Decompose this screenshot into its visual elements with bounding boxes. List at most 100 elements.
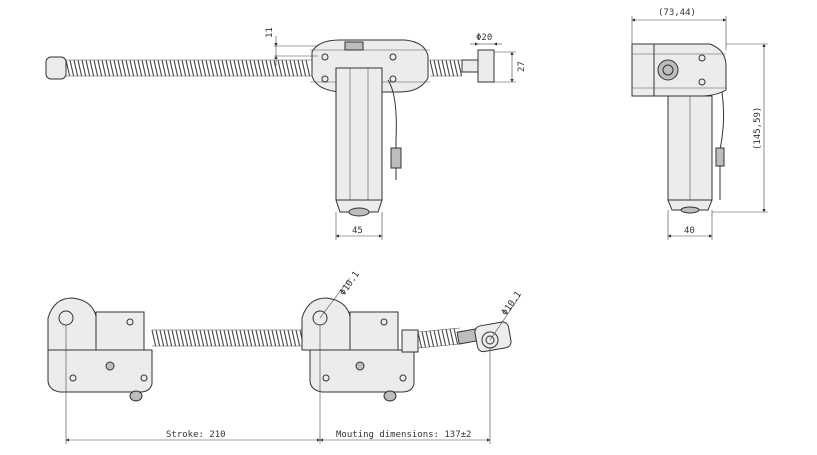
- spring-coil: [267, 329, 273, 347]
- spring-coil: [141, 59, 147, 77]
- spring-coil: [197, 59, 203, 77]
- spring-coil: [301, 59, 307, 77]
- front-spring: [65, 59, 312, 77]
- spring-coil: [445, 59, 451, 77]
- spring-coil: [161, 59, 167, 77]
- spring-coil: [429, 330, 435, 347]
- spring-coil: [215, 329, 221, 347]
- bottom-spring: [151, 329, 305, 347]
- spring-coil: [137, 59, 143, 77]
- spring-coil: [117, 59, 123, 77]
- dim-top-height: 11: [265, 27, 275, 38]
- spring-coil: [77, 59, 83, 77]
- spring-coil: [297, 59, 303, 77]
- spring-coil: [433, 330, 439, 347]
- motor-body: [335, 67, 383, 201]
- spring-coil: [285, 59, 291, 77]
- spring-edge-bottom: [417, 343, 461, 349]
- left-housing: [47, 349, 153, 393]
- spring-coil: [89, 59, 95, 77]
- spring-coil: [125, 59, 131, 77]
- dim-side-width: (73,44): [658, 8, 696, 18]
- spring-coil: [235, 329, 241, 347]
- spring-coil: [195, 329, 201, 347]
- spring-coil: [93, 59, 99, 77]
- spring-coil: [219, 329, 225, 347]
- spring-coil: [251, 329, 257, 347]
- spring-coil: [241, 59, 247, 77]
- spring-coil: [259, 329, 265, 347]
- spring-coil: [171, 329, 177, 347]
- spring-coil: [277, 59, 283, 77]
- spring-coil: [239, 329, 245, 347]
- spring-coil: [65, 59, 71, 77]
- spring-coil: [109, 59, 115, 77]
- spring-coil: [217, 59, 223, 77]
- spring-coil: [445, 328, 451, 346]
- right-housing: [309, 349, 415, 393]
- spring-coil: [145, 59, 151, 77]
- spring-coil: [295, 329, 301, 347]
- spring-coil: [193, 59, 199, 77]
- spring-coil: [253, 59, 259, 77]
- spring-coil: [167, 329, 173, 347]
- spring-coil: [289, 59, 295, 77]
- spring-coil: [421, 331, 427, 348]
- spring-coil: [271, 329, 277, 347]
- spring-coil: [245, 59, 251, 77]
- spring-coil: [449, 328, 455, 345]
- spring-coil: [101, 59, 107, 77]
- spring-coil: [417, 331, 423, 349]
- bottom-view: Φ10.1 Φ10.1 Stroke: 210 Mouting dimensio…: [47, 270, 524, 444]
- spring-coil: [187, 329, 193, 347]
- dim-side-height: (145,59): [753, 107, 763, 150]
- spring-coil: [213, 59, 219, 77]
- spring-coil: [155, 329, 161, 347]
- spring-coil: [261, 59, 267, 77]
- spring-coil: [225, 59, 231, 77]
- rod-end: [417, 321, 512, 353]
- spring-coil: [209, 59, 215, 77]
- spring-coil: [283, 329, 289, 347]
- spring-coil: [173, 59, 179, 77]
- spring-coil: [121, 59, 127, 77]
- spring-coil: [441, 59, 447, 77]
- spring-coil: [453, 59, 459, 77]
- spring-coil: [227, 329, 233, 347]
- dim-pin-dia: Φ20: [476, 33, 492, 43]
- spring-coil: [449, 59, 455, 77]
- side-cable: [719, 91, 725, 200]
- spring-end-cap: [45, 56, 67, 80]
- left-unit: [47, 297, 153, 402]
- spring-coil: [133, 59, 139, 77]
- spring-coil: [185, 59, 191, 77]
- spring-coil: [113, 59, 119, 77]
- dim-hole-dia-left: Φ10.1: [338, 270, 362, 298]
- spring-coil: [287, 329, 293, 347]
- spring-coil: [179, 329, 185, 347]
- spring-coil: [153, 59, 159, 77]
- spring-coil: [269, 59, 275, 77]
- dim-stroke: Stroke: 210: [166, 430, 226, 440]
- spring-coil: [243, 329, 249, 347]
- spring-coil: [105, 59, 111, 77]
- dim-pin-height: 27: [517, 61, 527, 72]
- spring-coil: [237, 59, 243, 77]
- spring-coil: [163, 329, 169, 347]
- spring-coil: [183, 329, 189, 347]
- spring-coil: [233, 59, 239, 77]
- spring-coil: [169, 59, 175, 77]
- spring-coil: [249, 59, 255, 77]
- spring-coil: [291, 329, 297, 347]
- spring-coil: [257, 59, 263, 77]
- spring-coil: [175, 329, 181, 347]
- spring-coil: [177, 59, 183, 77]
- spring-edge-top: [417, 327, 461, 333]
- spring-coil: [199, 329, 205, 347]
- spring-coil: [205, 59, 211, 77]
- spring-coil: [429, 59, 435, 77]
- spring-coil: [81, 59, 87, 77]
- dim-hole-dia-right: Φ10.1: [500, 290, 524, 318]
- spring-coil: [433, 59, 439, 77]
